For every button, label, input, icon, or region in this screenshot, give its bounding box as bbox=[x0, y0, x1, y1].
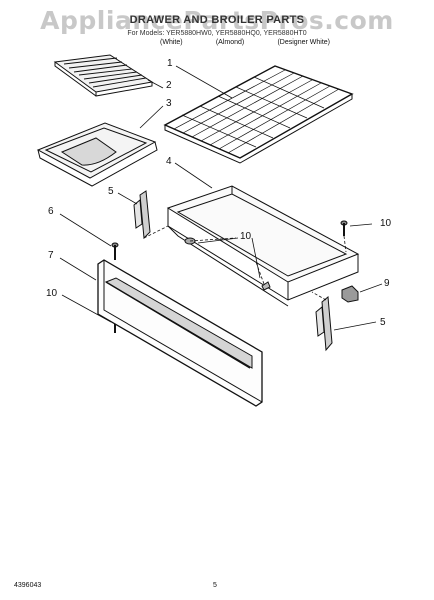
broiler-pan bbox=[36, 122, 158, 187]
callout-6: 6 bbox=[48, 206, 54, 217]
drawer-body bbox=[166, 185, 360, 307]
variant-list: (White) (Almond) (Designer White) bbox=[160, 39, 330, 46]
diagram-title: DRAWER AND BROILER PARTS bbox=[129, 14, 305, 26]
assembly-lines bbox=[143, 225, 347, 301]
document-number: 4396043 bbox=[14, 582, 42, 589]
callout-4: 4 bbox=[166, 156, 172, 167]
callout-5-left: 5 bbox=[108, 186, 114, 197]
oven-rack bbox=[163, 65, 354, 164]
drawer-front-panel bbox=[97, 259, 263, 407]
callout-7: 7 bbox=[48, 250, 54, 261]
broiler-grid bbox=[53, 54, 154, 97]
callout-2: 2 bbox=[166, 80, 172, 91]
drawer-slide-left bbox=[133, 190, 151, 240]
leader-lines bbox=[59, 65, 383, 331]
screw-upper bbox=[111, 242, 119, 260]
screw-right bbox=[340, 220, 348, 236]
variant-white: (White) bbox=[160, 39, 183, 46]
callout-3: 3 bbox=[166, 98, 172, 109]
callout-5-right: 5 bbox=[380, 317, 386, 328]
callout-9: 9 bbox=[384, 278, 390, 289]
watermark: AppliancePartsPros.com bbox=[40, 6, 394, 35]
drawer-bracket bbox=[341, 285, 359, 303]
variant-designer-white: (Designer White) bbox=[277, 39, 330, 46]
callout-10-left: 10 bbox=[46, 288, 58, 299]
model-numbers: For Models: YER5880HW0, YER5880HQ0, YER5… bbox=[127, 30, 307, 37]
variant-almond: (Almond) bbox=[215, 39, 245, 46]
callout-1: 1 bbox=[167, 58, 173, 69]
page-number: 5 bbox=[213, 582, 217, 589]
callout-10-center: 10 bbox=[240, 231, 252, 242]
drawer-slide-right bbox=[315, 296, 333, 352]
callout-10-right: 10 bbox=[380, 218, 392, 229]
